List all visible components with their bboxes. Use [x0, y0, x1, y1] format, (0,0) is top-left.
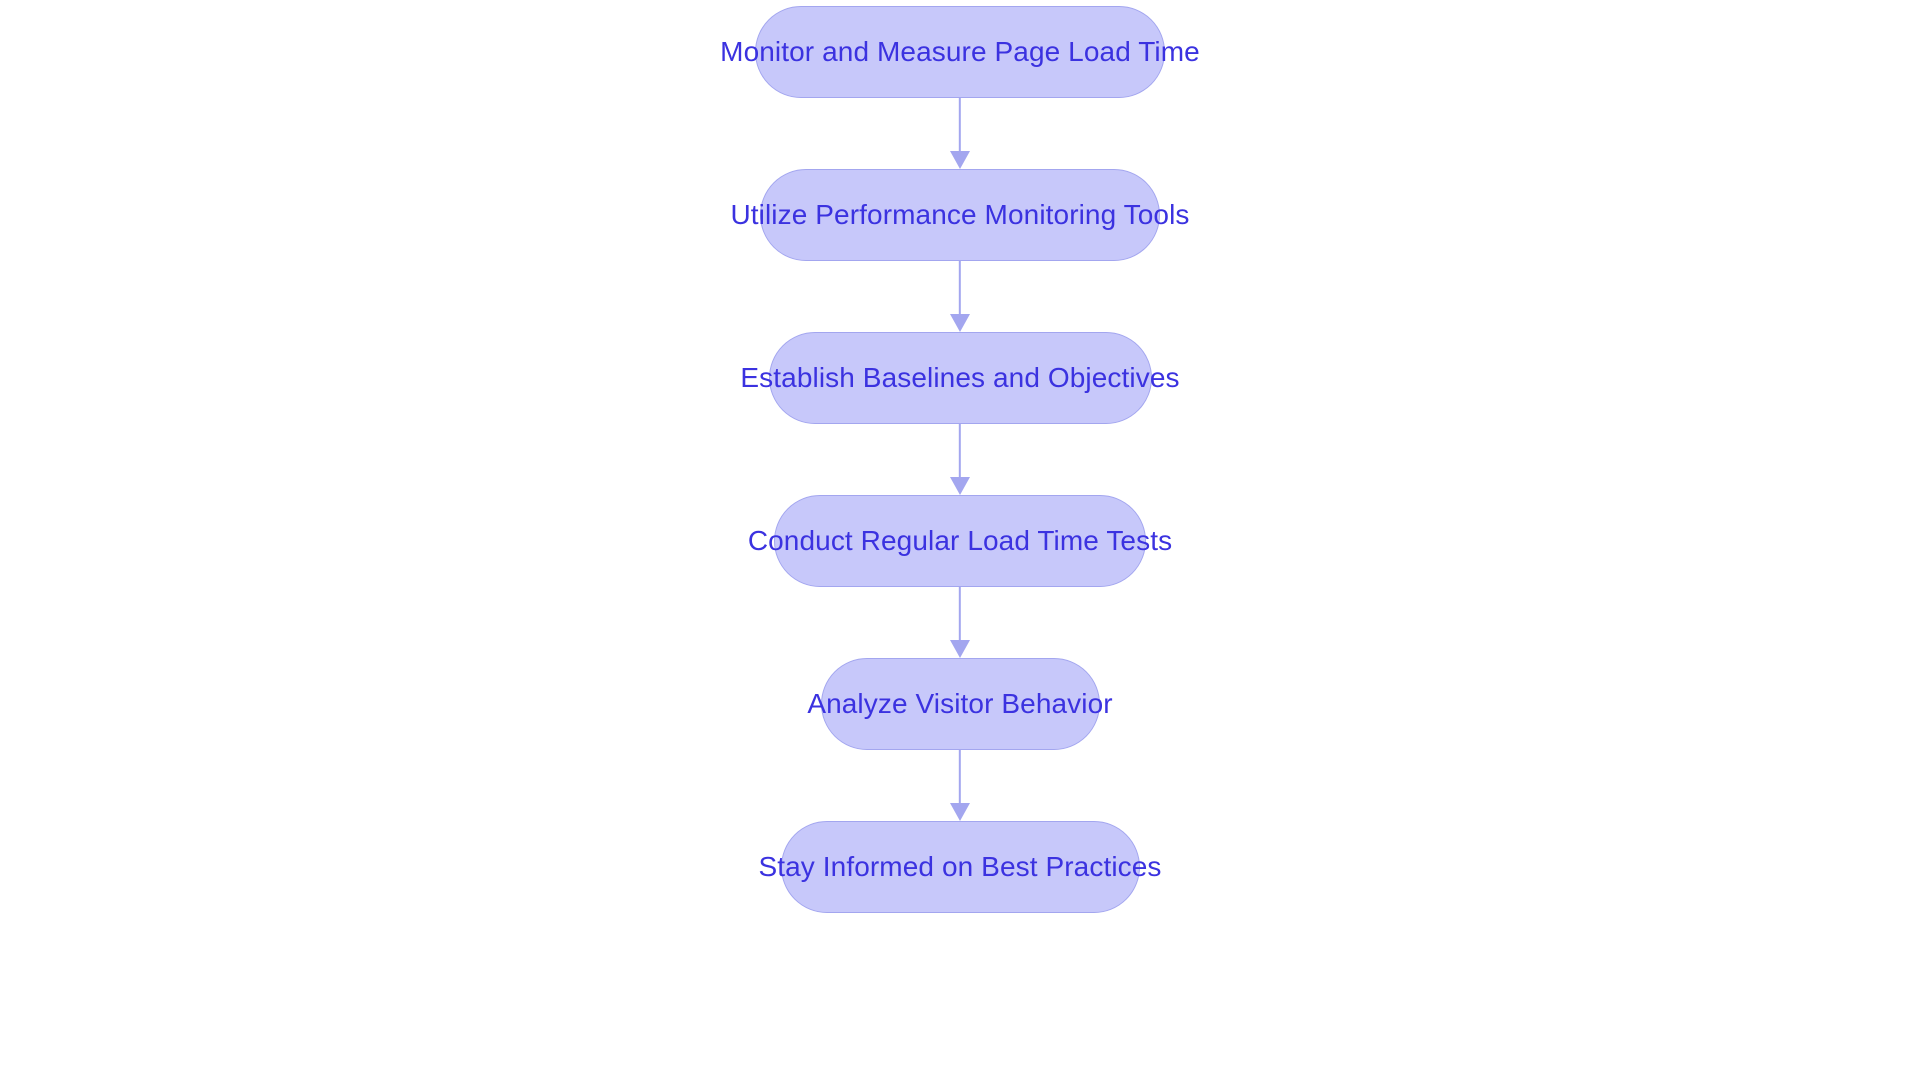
flow-node-label: Establish Baselines and Objectives: [740, 362, 1180, 393]
edge-line: [958, 424, 962, 481]
down-arrow-icon: [950, 640, 970, 658]
flow-node-label: Utilize Performance Monitoring Tools: [730, 199, 1190, 230]
flow-edge-n4-to-n5: [945, 750, 975, 821]
flow-node-label: Conduct Regular Load Time Tests: [747, 525, 1173, 556]
flow-edge-n2-to-n3: [945, 424, 975, 495]
down-arrow-icon: [950, 151, 970, 169]
down-arrow-icon: [950, 477, 970, 495]
flow-node-analyze-visitor-behavior[interactable]: Analyze Visitor Behavior: [807, 658, 1113, 750]
flow-edge-n3-to-n4: [945, 587, 975, 658]
flow-node-monitor-and-measure-page-load-time[interactable]: Monitor and Measure Page Load Time: [720, 6, 1200, 98]
flow-node-stay-informed-on-best-practices[interactable]: Stay Informed on Best Practices: [758, 821, 1161, 913]
flow-node-utilize-performance-monitoring-tools[interactable]: Utilize Performance Monitoring Tools: [730, 169, 1189, 261]
flow-node-label: Monitor and Measure Page Load Time: [720, 36, 1200, 67]
flow-edge-n1-to-n2: [945, 261, 975, 332]
edge-line: [958, 587, 962, 644]
flow-node-establish-baselines-and-objectives[interactable]: Establish Baselines and Objectives: [740, 332, 1180, 424]
flow-node-conduct-regular-load-time-tests[interactable]: Conduct Regular Load Time Tests: [748, 495, 1172, 587]
edge-line: [958, 750, 962, 807]
flow-edge-n0-to-n1: [945, 98, 975, 169]
flow-node-label: Stay Informed on Best Practices: [758, 851, 1162, 882]
down-arrow-icon: [950, 803, 970, 821]
edge-line: [958, 98, 962, 155]
down-arrow-icon: [950, 314, 970, 332]
flow-node-label: Analyze Visitor Behavior: [807, 688, 1113, 719]
edge-line: [958, 261, 962, 318]
